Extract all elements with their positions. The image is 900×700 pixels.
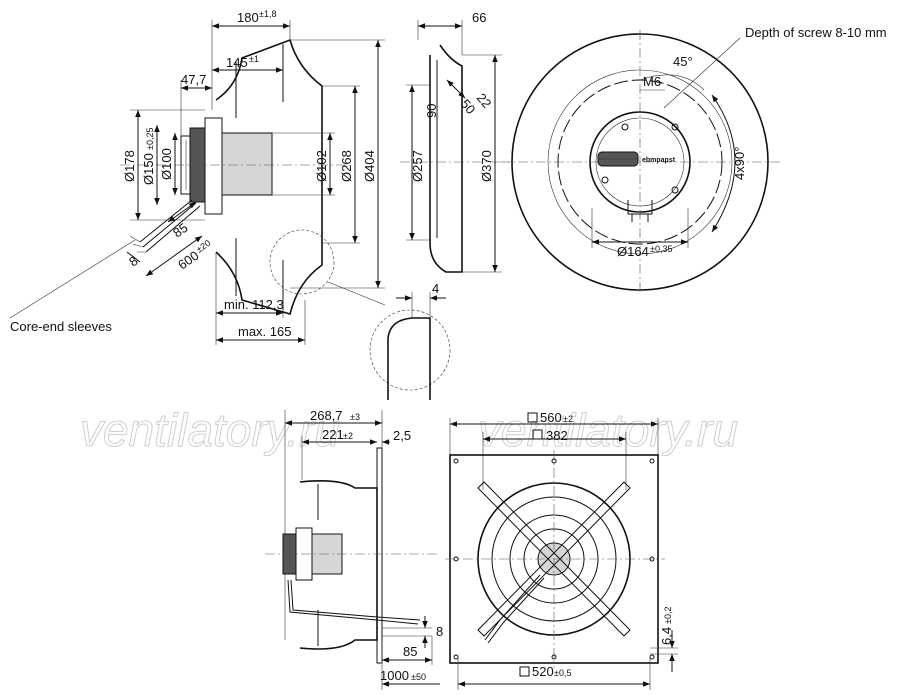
label-core-end-sleeves: Core-end sleeves [10, 319, 112, 334]
watermark-left: ventilatory.ru [80, 404, 340, 456]
label-m6: M6 [643, 74, 661, 89]
dim-47-7: 47,7 [181, 72, 206, 87]
watermark-right: ventilatory.ru [478, 404, 738, 456]
mounted-side-view: 268,7 ±3 221 ±2 2,5 8 85 1000 ±50 [265, 408, 443, 690]
dim-145: 145 [226, 55, 248, 70]
dim-d404: Ø404 [362, 150, 377, 182]
dim-382: 382 [546, 428, 568, 443]
dim-560-tol: ±2 [563, 414, 573, 424]
dim-angle-45: 45° [673, 54, 693, 69]
dim-8-cable: 8 [436, 624, 443, 639]
dim-145-tol: ±1 [249, 54, 259, 64]
dim-520: 520 [532, 664, 554, 679]
dim-4x90: 4x90° [732, 147, 747, 180]
dim-85-cable: 85 [403, 644, 417, 659]
dim-6-4: 6,4 [659, 627, 674, 645]
dim-600-tol: ±20 [194, 238, 212, 255]
dim-d178: Ø178 [122, 150, 137, 182]
dim-268-7-tol: ±3 [350, 412, 360, 422]
dim-d102: Ø102 [314, 150, 329, 182]
dim-max-length: max. 165 [238, 324, 291, 339]
side-view: 180 ±1,8 145 ±1 47,7 Ø178 Ø150 ±0,25 Ø10… [9, 9, 385, 345]
dim-d164: Ø164 [617, 244, 649, 259]
dim-90: 90 [424, 104, 439, 118]
dim-min-length: min. 112,3 [224, 297, 284, 312]
dim-1000: 1000 [380, 668, 409, 683]
dim-2-5: 2,5 [393, 428, 411, 443]
label-depth-of-screw: Depth of screw 8-10 mm [745, 25, 887, 40]
dim-66: 66 [472, 10, 486, 25]
front-view: ebmpapst 45° M6 Depth of screw 8-10 mm 4… [500, 25, 887, 295]
dim-4: 4 [432, 281, 439, 296]
mounted-front-view: 560 ±2 382 520 ±0,5 [445, 410, 678, 690]
dim-d370: Ø370 [479, 150, 494, 182]
dim-520-tol: ±0,5 [554, 668, 571, 678]
dim-85: 85 [170, 220, 190, 241]
dim-221: 221 [322, 427, 344, 442]
dim-d150-tol: ±0,25 [145, 128, 155, 150]
dim-d268: Ø268 [339, 150, 354, 182]
dim-268-7: 268,7 [310, 408, 343, 423]
dim-180-tol: ±1,8 [259, 9, 276, 19]
dim-180: 180 [237, 10, 259, 25]
dim-221-tol: ±2 [343, 431, 353, 441]
dim-d164-tol: ±0,35 [650, 244, 672, 254]
dim-d100: Ø100 [159, 148, 174, 180]
dim-1000-tol: ±50 [411, 672, 426, 682]
detail-view: 4 [327, 281, 451, 400]
section-view: 66 22 50 90 Ø257 Ø370 [400, 10, 510, 273]
dim-d257: Ø257 [410, 150, 425, 182]
brand-label: ebmpapst [642, 157, 676, 164]
dim-d150: Ø150 [141, 153, 156, 185]
dim-6-4-tol: ±0,2 [663, 607, 673, 624]
dim-560: 560 [540, 410, 562, 425]
